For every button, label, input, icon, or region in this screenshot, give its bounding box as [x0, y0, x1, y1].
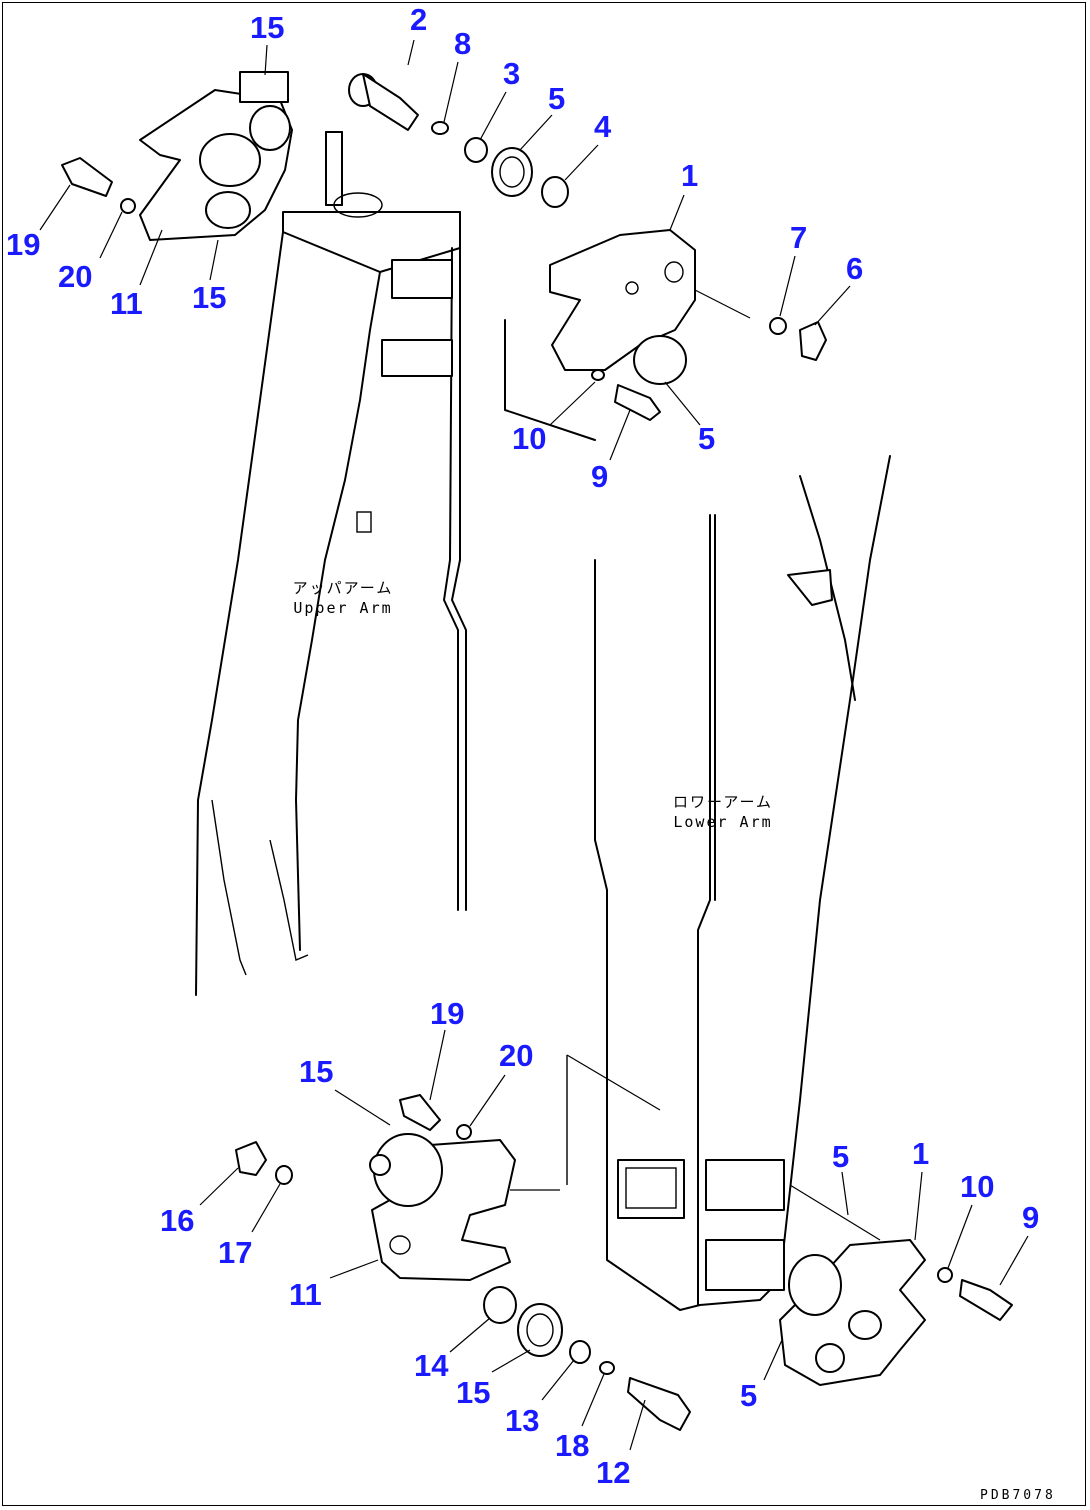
callout-17[interactable]: 17 — [218, 1235, 253, 1270]
callout-9[interactable]: 9 — [1022, 1200, 1040, 1235]
callout-11[interactable]: 11 — [289, 1277, 322, 1312]
callout-19[interactable]: 19 — [6, 227, 41, 262]
top-right-bracket — [549, 229, 827, 421]
lower-arm-label-en: Lower Arm — [673, 813, 773, 831]
callout-5[interactable]: 5 — [548, 81, 566, 116]
drawing-code: PDB7078 — [980, 1488, 1056, 1503]
callout-15[interactable]: 15 — [456, 1375, 491, 1410]
upper-left-hardware — [61, 157, 136, 214]
top-left-bracket — [139, 44, 293, 241]
callout-18[interactable]: 18 — [555, 1428, 590, 1463]
callout-4[interactable]: 4 — [594, 109, 612, 144]
top-pin-assembly — [348, 73, 569, 208]
callout-12[interactable]: 12 — [596, 1455, 631, 1490]
callout-14[interactable]: 14 — [414, 1348, 449, 1383]
leader-lines — [39, 39, 1029, 1451]
callout-10[interactable]: 10 — [960, 1169, 995, 1204]
callout-15[interactable]: 15 — [250, 10, 285, 45]
callout-7[interactable]: 7 — [790, 220, 808, 255]
lower-arm-label-jp: ロワーアーム — [672, 793, 774, 811]
callout-11[interactable]: 11 — [110, 286, 143, 321]
callout-1[interactable]: 1 — [912, 1136, 930, 1171]
callout-20[interactable]: 20 — [58, 259, 93, 294]
callout-15[interactable]: 15 — [299, 1054, 334, 1089]
callout-1[interactable]: 1 — [681, 158, 699, 193]
upper-arm-label-en: Upper Arm — [293, 599, 393, 617]
callout-5[interactable]: 5 — [740, 1378, 758, 1413]
callout-13[interactable]: 13 — [505, 1403, 540, 1438]
callout-10[interactable]: 10 — [512, 421, 547, 456]
callout-2[interactable]: 2 — [410, 2, 428, 37]
callout-9[interactable]: 9 — [591, 459, 609, 494]
callout-6[interactable]: 6 — [846, 251, 864, 286]
lower-arm-label: ロワーアーム Lower Arm — [648, 792, 798, 832]
upper-arm — [195, 131, 467, 996]
callout-5[interactable]: 5 — [832, 1139, 850, 1174]
callout-16[interactable]: 16 — [160, 1203, 195, 1238]
lower-arm — [504, 319, 891, 1311]
bottom-right-bracket — [779, 1184, 1013, 1386]
callout-15[interactable]: 15 — [192, 280, 227, 315]
upper-arm-label-jp: アッパアーム — [292, 579, 394, 597]
callout-3[interactable]: 3 — [503, 56, 521, 91]
callout-8[interactable]: 8 — [454, 26, 472, 61]
callout-5[interactable]: 5 — [698, 421, 716, 456]
upper-arm-label: アッパアーム Upper Arm — [268, 578, 418, 618]
callout-19[interactable]: 19 — [430, 996, 465, 1031]
bottom-left-bracket — [235, 1094, 691, 1431]
callout-20[interactable]: 20 — [499, 1038, 534, 1073]
